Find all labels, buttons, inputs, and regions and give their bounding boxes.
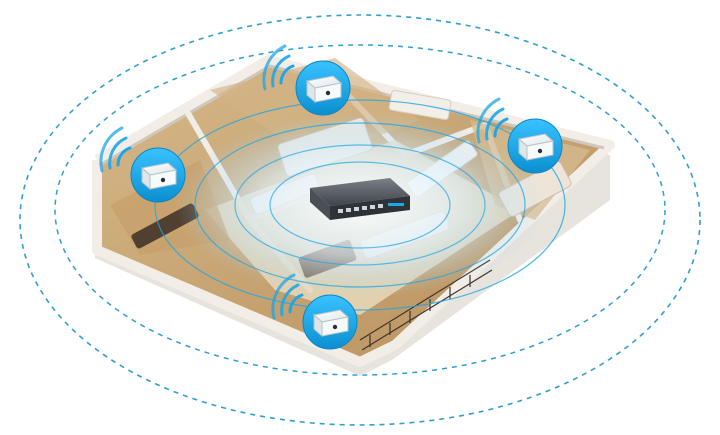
network-switch-icon xyxy=(310,178,410,220)
access-point-right xyxy=(476,97,563,174)
coverage-rings xyxy=(19,14,701,426)
signal-ring-1 xyxy=(154,99,566,311)
signal-ring-3 xyxy=(234,144,486,266)
signal-ring-2 xyxy=(194,122,526,288)
ceiling-access-point-icon xyxy=(140,162,178,191)
access-point-bottom xyxy=(271,273,358,350)
coverage-ring-outer xyxy=(19,14,701,426)
switch-top xyxy=(310,178,410,206)
wifi-signal-icon xyxy=(262,44,295,91)
signal-ring-4 xyxy=(269,161,451,249)
switch-ports xyxy=(338,204,383,213)
ceiling-access-point-icon xyxy=(312,309,350,338)
access-point-left xyxy=(99,126,186,203)
ceiling-access-point-icon xyxy=(305,75,343,104)
access-point-top xyxy=(262,44,351,116)
house-walls-shadow xyxy=(99,64,605,167)
wifi-signal-icon xyxy=(476,97,509,144)
ceiling-access-point-icon xyxy=(517,133,555,162)
wifi-signal-icon xyxy=(99,126,132,173)
coverage-ring-middle xyxy=(54,44,666,376)
wifi-signal-icon xyxy=(271,273,304,320)
switch-led-panel xyxy=(388,203,404,206)
switch-side xyxy=(310,188,330,220)
